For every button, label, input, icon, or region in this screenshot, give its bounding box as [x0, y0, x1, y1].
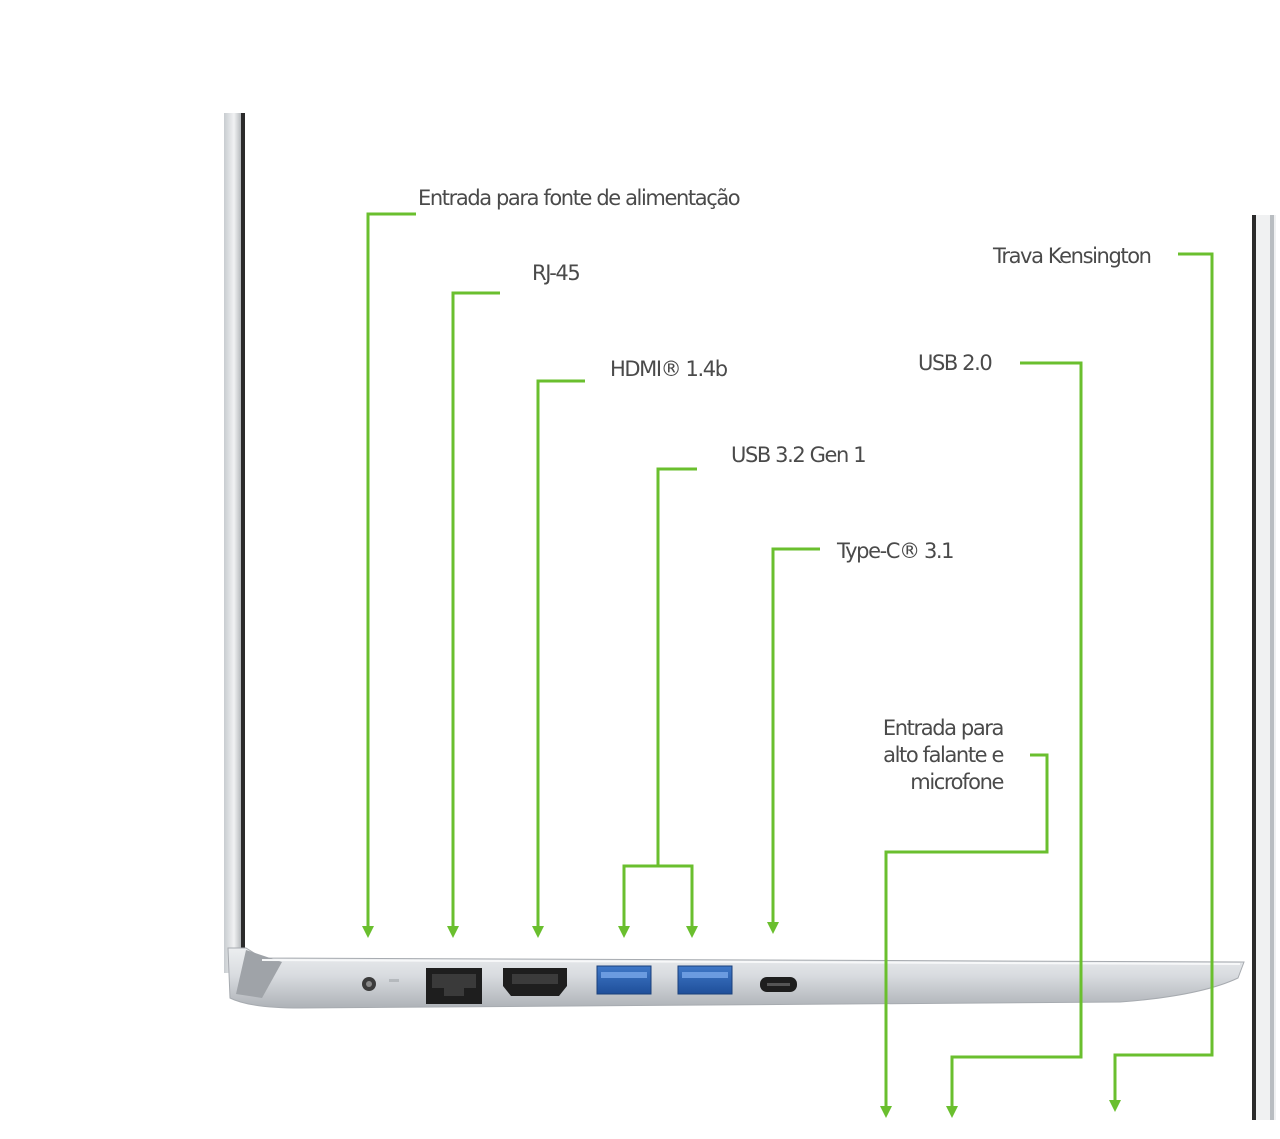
callout-line-power: [366, 212, 416, 930]
rj45-port: [426, 968, 482, 1004]
screen-lid-left: [224, 113, 245, 973]
callout-line-rj45: [451, 291, 500, 930]
screen-lid-right: [1252, 215, 1276, 1120]
label-audio-input: Entrada para alto falante e microfone: [840, 715, 1004, 796]
arrowhead-hdmi: [532, 926, 544, 938]
label-hdmi: HDMI® 1.4b: [610, 357, 728, 381]
arrowhead-audio: [880, 1106, 892, 1118]
label-rj45: RJ-45: [532, 261, 581, 285]
callout-line-typec: [771, 547, 820, 926]
callout-line-usb32: [656, 467, 697, 866]
callout-arrowheads: [362, 922, 1121, 1118]
label-usb20: USB 2.0: [918, 351, 993, 375]
callout-line-usb32-branch: [622, 864, 694, 930]
callout-line-hdmi: [536, 379, 585, 930]
label-usb32: USB 3.2 Gen 1: [731, 443, 867, 467]
arrowhead-rj45: [447, 926, 459, 938]
callout-line-audio: [884, 753, 1049, 1110]
arrowhead-kensington: [1109, 1100, 1121, 1112]
label-audio-line-3: microfone: [910, 770, 1004, 794]
callout-line-kensington: [1113, 252, 1214, 1104]
arrowhead-typec: [767, 922, 779, 934]
label-typec: Type-C® 3.1: [837, 539, 955, 563]
laptop-base: [227, 947, 1245, 1009]
arrowhead-usb32-2: [686, 926, 698, 938]
usb32-port-2: [677, 965, 733, 995]
power-port: [362, 977, 399, 991]
arrowhead-usb32-1: [618, 926, 630, 938]
callout-lines: [366, 212, 1214, 1110]
typec-port: [760, 977, 797, 992]
arrowhead-usb20: [946, 1106, 958, 1118]
label-audio-line-2: alto falante e: [883, 743, 1004, 767]
usb32-port-1: [596, 965, 652, 995]
label-audio-line-1: Entrada para: [882, 716, 1004, 740]
callout-line-usb20: [950, 361, 1083, 1110]
label-power-input: Entrada para fonte de alimentação: [418, 186, 741, 210]
hdmi-port: [503, 968, 567, 996]
label-kensington: Trava Kensington: [993, 244, 1152, 268]
arrowhead-power: [362, 926, 374, 938]
